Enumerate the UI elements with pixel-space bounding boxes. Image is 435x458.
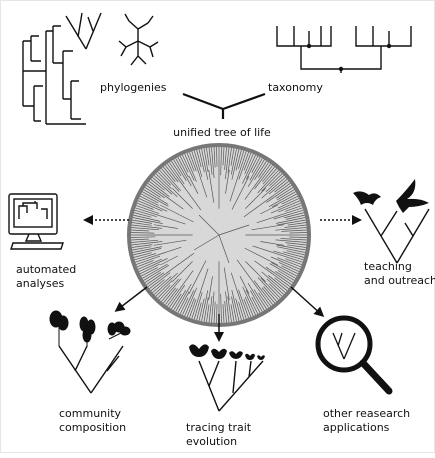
computer-icon [8, 193, 64, 250]
plant-icon [49, 310, 131, 347]
bat-icon [353, 191, 381, 205]
tree-of-life-icon [127, 143, 311, 327]
taxonomy-icon [276, 26, 412, 73]
butterfly-icon [189, 344, 265, 360]
merge-lines [182, 92, 266, 119]
eagle-icon [396, 179, 429, 213]
label-automated-2: analyses [16, 277, 65, 290]
arrow-other [290, 286, 325, 318]
label-automated-1: automated [16, 263, 77, 276]
magnifying-glass-icon [315, 315, 393, 395]
label-taxonomy: taxonomy [268, 81, 323, 94]
label-other-2: applications [323, 421, 390, 434]
trait-tree-icon [198, 360, 264, 412]
arrow-community [114, 286, 148, 312]
taxonomy-nodes [306, 43, 392, 72]
phylogeny-v-icon [65, 12, 102, 50]
teaching-tree-icon [364, 208, 430, 264]
tree-branches [130, 146, 308, 324]
community-tree-icon [58, 345, 124, 394]
label-community-1: community [59, 407, 122, 420]
label-other-1: other reasearch [323, 407, 411, 420]
label-tracing-2: evolution [186, 435, 238, 448]
phylogeny-circular-icon [118, 13, 159, 66]
label-community-2: composition [59, 421, 127, 434]
label-teaching-1: teaching [364, 260, 412, 273]
phylogeny-rect-icon [22, 25, 86, 125]
label-phylogenies: phylogenies [100, 81, 167, 94]
label-teaching-2: and outreach [364, 274, 435, 287]
label-unified-tree: unified tree of life [173, 126, 271, 139]
label-tracing-1: tracing trait [186, 421, 252, 434]
